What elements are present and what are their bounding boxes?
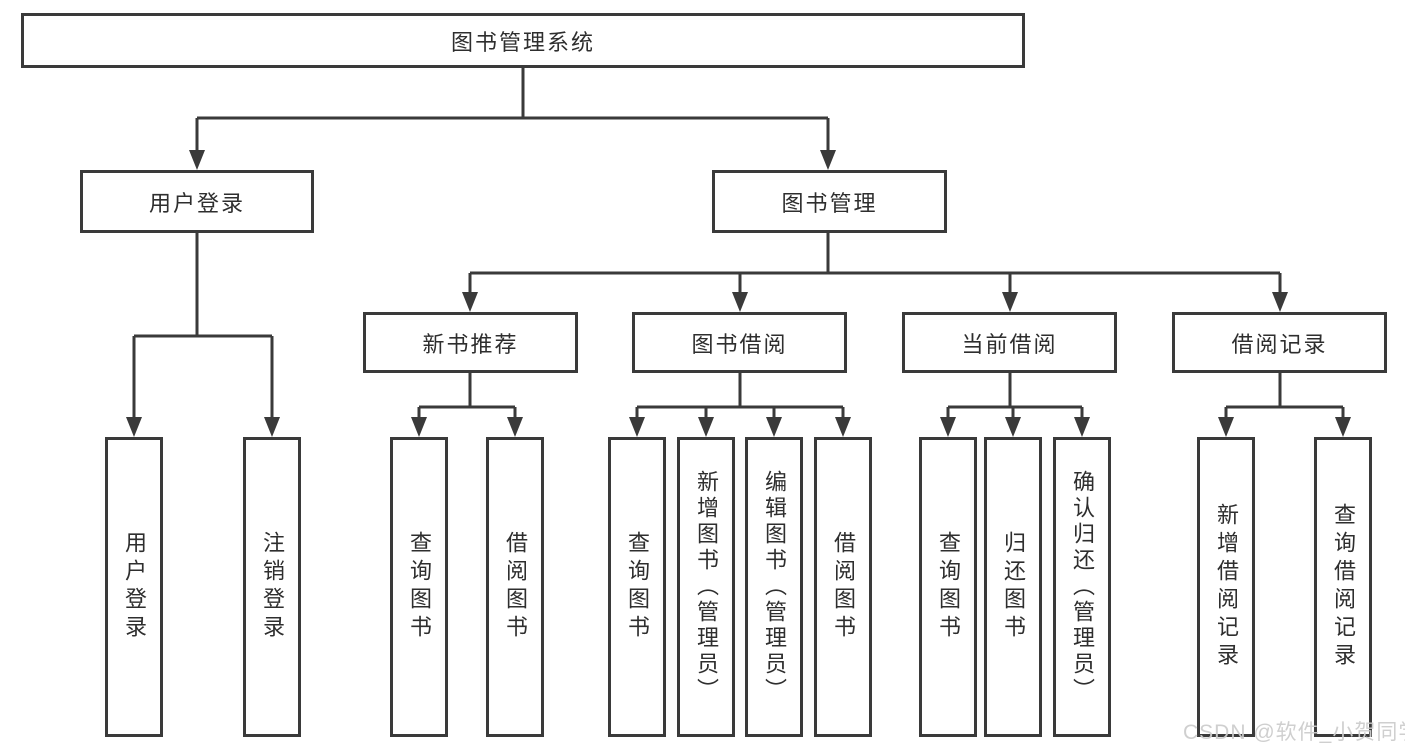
node-book-management-label: 图书管理 <box>781 190 878 216</box>
leaf-logout: 注销登录 <box>243 437 301 737</box>
leaf-user-login: 用户登录 <box>105 437 163 737</box>
leaf-borrow-edit-books-admin: 编辑图书（管理员） <box>745 437 803 737</box>
node-current-borrow-label: 当前借阅 <box>961 331 1058 357</box>
node-book-borrow: 图书借阅 <box>632 312 847 373</box>
leaf-user-login-label: 用户登录 <box>122 531 147 643</box>
leaf-borrow-query-books: 查询图书 <box>608 437 666 737</box>
node-new-book-recommend: 新书推荐 <box>363 312 578 373</box>
arrowheads <box>126 150 1351 437</box>
leaf-logout-label: 注销登录 <box>260 531 285 643</box>
leaf-current-return-books: 归还图书 <box>984 437 1042 737</box>
leaf-borrow-add-books-admin-label: 新增图书（管理员） <box>694 470 719 704</box>
leaf-records-add-record: 新增借阅记录 <box>1197 437 1255 737</box>
node-root-label: 图书管理系统 <box>450 29 595 55</box>
connector-paths <box>132 68 1345 420</box>
node-new-book-recommend-label: 新书推荐 <box>422 331 519 357</box>
leaf-current-query-books: 查询图书 <box>919 437 977 737</box>
leaf-newbook-borrow-books: 借阅图书 <box>486 437 544 737</box>
leaf-records-query-record: 查询借阅记录 <box>1314 437 1372 737</box>
node-borrow-records-label: 借阅记录 <box>1231 331 1328 357</box>
node-user-login-label: 用户登录 <box>148 190 245 216</box>
leaf-newbook-borrow-books-label: 借阅图书 <box>503 531 528 643</box>
node-book-borrow-label: 图书借阅 <box>691 331 788 357</box>
leaf-records-add-record-label: 新增借阅记录 <box>1214 503 1239 671</box>
leaf-records-query-record-label: 查询借阅记录 <box>1331 503 1356 671</box>
leaf-borrow-borrow-books-label: 借阅图书 <box>831 531 856 643</box>
node-current-borrow: 当前借阅 <box>902 312 1117 373</box>
leaf-newbook-query-books: 查询图书 <box>390 437 448 737</box>
node-book-management: 图书管理 <box>712 170 947 233</box>
leaf-borrow-add-books-admin: 新增图书（管理员） <box>677 437 735 737</box>
leaf-borrow-edit-books-admin-label: 编辑图书（管理员） <box>762 470 787 704</box>
leaf-current-return-books-label: 归还图书 <box>1001 531 1026 643</box>
leaf-current-query-books-label: 查询图书 <box>936 531 961 643</box>
node-root: 图书管理系统 <box>21 13 1025 68</box>
csdn-watermark: CSDN @软件_小贺同学 <box>1183 721 1405 744</box>
node-borrow-records: 借阅记录 <box>1172 312 1387 373</box>
leaf-current-confirm-return-admin-label: 确认归还（管理员） <box>1070 470 1095 704</box>
leaf-borrow-query-books-label: 查询图书 <box>625 531 650 643</box>
leaf-current-confirm-return-admin: 确认归还（管理员） <box>1053 437 1111 737</box>
leaf-newbook-query-books-label: 查询图书 <box>407 531 432 643</box>
leaf-borrow-borrow-books: 借阅图书 <box>814 437 872 737</box>
node-user-login: 用户登录 <box>80 170 314 233</box>
